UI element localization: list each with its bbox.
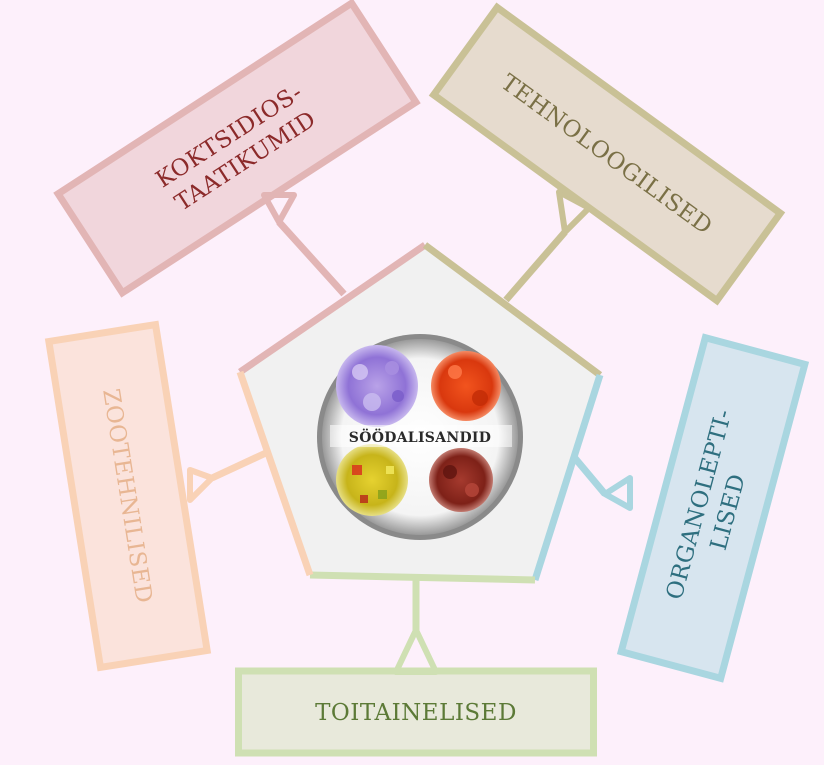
pentagon-edge-koktsidiostaatikumid <box>238 242 427 375</box>
granule-texture <box>352 361 488 503</box>
feed-plate-image: SÖÖDALISANDID <box>317 334 523 540</box>
callout-tail-organoleptilised <box>602 475 633 511</box>
callout-box-organoleptilised <box>616 333 810 683</box>
orange-pellets <box>431 351 501 421</box>
callout-label-toitainelised: TOITAINELISED <box>315 700 517 726</box>
center-label: SÖÖDALISANDID <box>349 427 491 446</box>
connectors <box>210 219 608 630</box>
callout-box-zootehnilised <box>44 320 212 672</box>
pentagon-edge-organoleptilised <box>531 373 604 582</box>
brown-pellets <box>429 448 493 512</box>
connector-organoleptilised <box>571 454 608 497</box>
callout-box-koktsidiostaatikumid <box>53 0 421 298</box>
purple-granules <box>336 345 418 427</box>
callout-tail-zootehnilised <box>187 467 215 503</box>
label-backdrop <box>330 425 512 447</box>
yellow-granules <box>336 444 408 516</box>
callout-box-tehnoloogilised <box>428 2 786 306</box>
pentagon-edge-tehnoloogilised <box>422 242 603 378</box>
connector-zootehnilised <box>210 448 270 482</box>
callout-box-toitainelised <box>235 667 597 757</box>
connector-koktsidiostaatikumid <box>276 219 347 297</box>
callout-zootehnilised: ZOOTEHNILISED <box>44 320 212 672</box>
connector-tehnoloogilised <box>503 229 568 303</box>
callout-toitainelised: TOITAINELISED <box>235 667 597 757</box>
pentagon-edge-toitainelised <box>309 571 536 584</box>
pentagon-edge-zootehnilised <box>236 370 314 577</box>
